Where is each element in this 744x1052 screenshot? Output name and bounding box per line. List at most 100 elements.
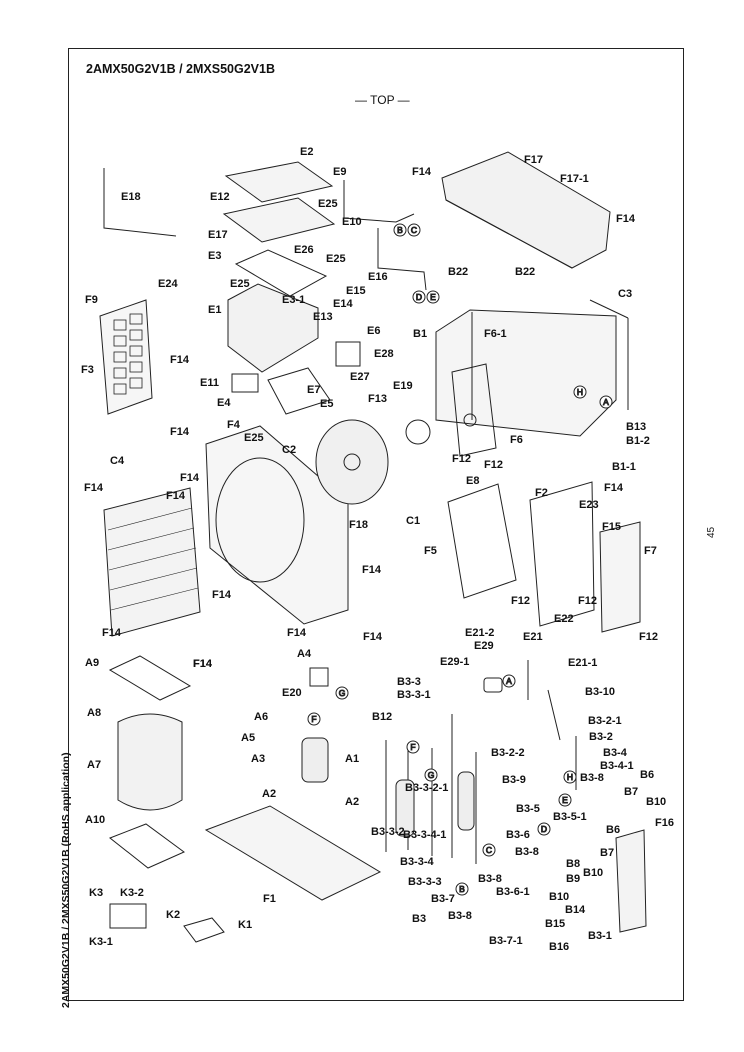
part-label: B3-6-1 <box>496 886 530 898</box>
part-label: E12 <box>210 191 230 203</box>
part-label: A3 <box>251 753 265 765</box>
part-label: E1 <box>208 304 221 316</box>
part-label: B3-4 <box>603 747 628 759</box>
part-label: K1 <box>238 919 252 931</box>
part-label: E9 <box>333 166 346 178</box>
part-label: F12 <box>452 453 471 465</box>
part-label: A9 <box>85 657 99 669</box>
heat-exchanger-b1 <box>435 309 617 437</box>
switch-box-f2 <box>529 481 595 627</box>
part-label: B14 <box>565 904 586 916</box>
part-label: F6-1 <box>484 328 507 340</box>
terminal-e28 <box>335 341 361 367</box>
terminal-cover-a4 <box>309 667 329 687</box>
part-label: F18 <box>349 519 368 531</box>
connector-marker: A <box>502 674 516 688</box>
connector-marker: G <box>424 768 438 782</box>
drawing-frame <box>68 48 684 1001</box>
connector-marker: D <box>537 822 551 836</box>
part-label: E17 <box>208 229 228 241</box>
drain-cap-k3 <box>109 903 147 929</box>
part-label: A5 <box>241 732 255 744</box>
part-label: F12 <box>511 595 530 607</box>
part-label: B3-3 <box>397 676 421 688</box>
part-label: B3-5-1 <box>553 811 587 823</box>
part-label: B3-8 <box>580 772 604 784</box>
part-label: E21-2 <box>465 627 494 639</box>
part-label: B3-2-1 <box>588 715 622 727</box>
sound-insulation-a7 <box>117 713 183 811</box>
marker-text: E <box>562 795 568 805</box>
part-label: F3 <box>81 364 94 376</box>
connector-marker: E <box>558 793 572 807</box>
part-label: F14 <box>84 482 104 494</box>
connector-marker: C <box>482 843 496 857</box>
part-label: B6 <box>606 824 620 836</box>
part-label: E28 <box>374 348 394 360</box>
connector-marker: D <box>412 290 426 304</box>
control-box-e1 <box>227 283 319 373</box>
marker-text: G <box>339 688 346 698</box>
part-label: E5 <box>320 398 333 410</box>
part-label: E25 <box>244 432 264 444</box>
part-label: F14 <box>170 354 190 366</box>
marker-text: F <box>311 714 316 724</box>
marker-text: G <box>428 770 435 780</box>
marker-text: E <box>430 292 436 302</box>
part-label: B3-8 <box>515 846 539 858</box>
view-label: — TOP — <box>355 93 410 107</box>
marker-text: C <box>411 225 417 235</box>
front-grille-c4 <box>103 487 201 637</box>
side-plate-f7 <box>599 521 641 633</box>
part-label: A2 <box>262 788 276 800</box>
part-label: B1 <box>413 328 427 340</box>
part-label: B3-1 <box>588 930 612 942</box>
part-label: F14 <box>604 482 624 494</box>
reactor-e11 <box>231 373 259 393</box>
part-label: E23 <box>579 499 599 511</box>
part-label: F4 <box>227 419 241 431</box>
part-label: C4 <box>110 455 125 467</box>
part-label: A10 <box>85 814 105 826</box>
part-label: F9 <box>85 294 98 306</box>
part-label: F14 <box>166 490 186 502</box>
part-label: F14 <box>212 589 232 601</box>
part-label: E25 <box>326 253 346 265</box>
part-label: F14 <box>193 658 213 670</box>
part-label: A2 <box>345 796 359 808</box>
page-title: 2AMX50G2V1B / 2MXS50G2V1B <box>86 62 275 76</box>
bottom-frame-f1 <box>204 805 382 901</box>
part-label: B8 <box>566 858 580 870</box>
part-label: B3-7 <box>431 893 455 905</box>
part-label: E29-1 <box>440 656 469 668</box>
part-label: B3-2-2 <box>491 747 525 759</box>
marker-text: H <box>577 387 583 397</box>
drain-plug-k2 <box>183 917 225 943</box>
part-label: E14 <box>333 298 353 310</box>
sensor-e18 <box>103 168 177 237</box>
connector-marker: H <box>563 770 577 784</box>
part-label: E26 <box>294 244 314 256</box>
part-label: E20 <box>282 687 302 699</box>
part-label: B22 <box>515 266 535 278</box>
part-label: B3-9 <box>502 774 526 786</box>
marker-text: B <box>459 884 465 894</box>
coil-e29-1 <box>483 677 503 693</box>
part-label: E13 <box>313 311 333 323</box>
top-cover-f17 <box>441 151 611 269</box>
marker-text: A <box>603 397 609 407</box>
part-label: E15 <box>346 285 366 297</box>
part-label: B10 <box>549 891 569 903</box>
marker-text: D <box>541 824 547 834</box>
part-label: E25 <box>230 278 250 290</box>
part-label: E6 <box>367 325 380 337</box>
part-label: B3-6 <box>506 829 530 841</box>
part-label: B1-2 <box>626 435 650 447</box>
part-label: B16 <box>549 941 569 953</box>
part-label: E24 <box>158 278 178 290</box>
part-label: A8 <box>87 707 101 719</box>
part-label: B3-3-4-1 <box>403 829 446 841</box>
part-label: E3-1 <box>282 294 305 306</box>
part-label: F15 <box>602 521 621 533</box>
part-label: C3 <box>618 288 632 300</box>
